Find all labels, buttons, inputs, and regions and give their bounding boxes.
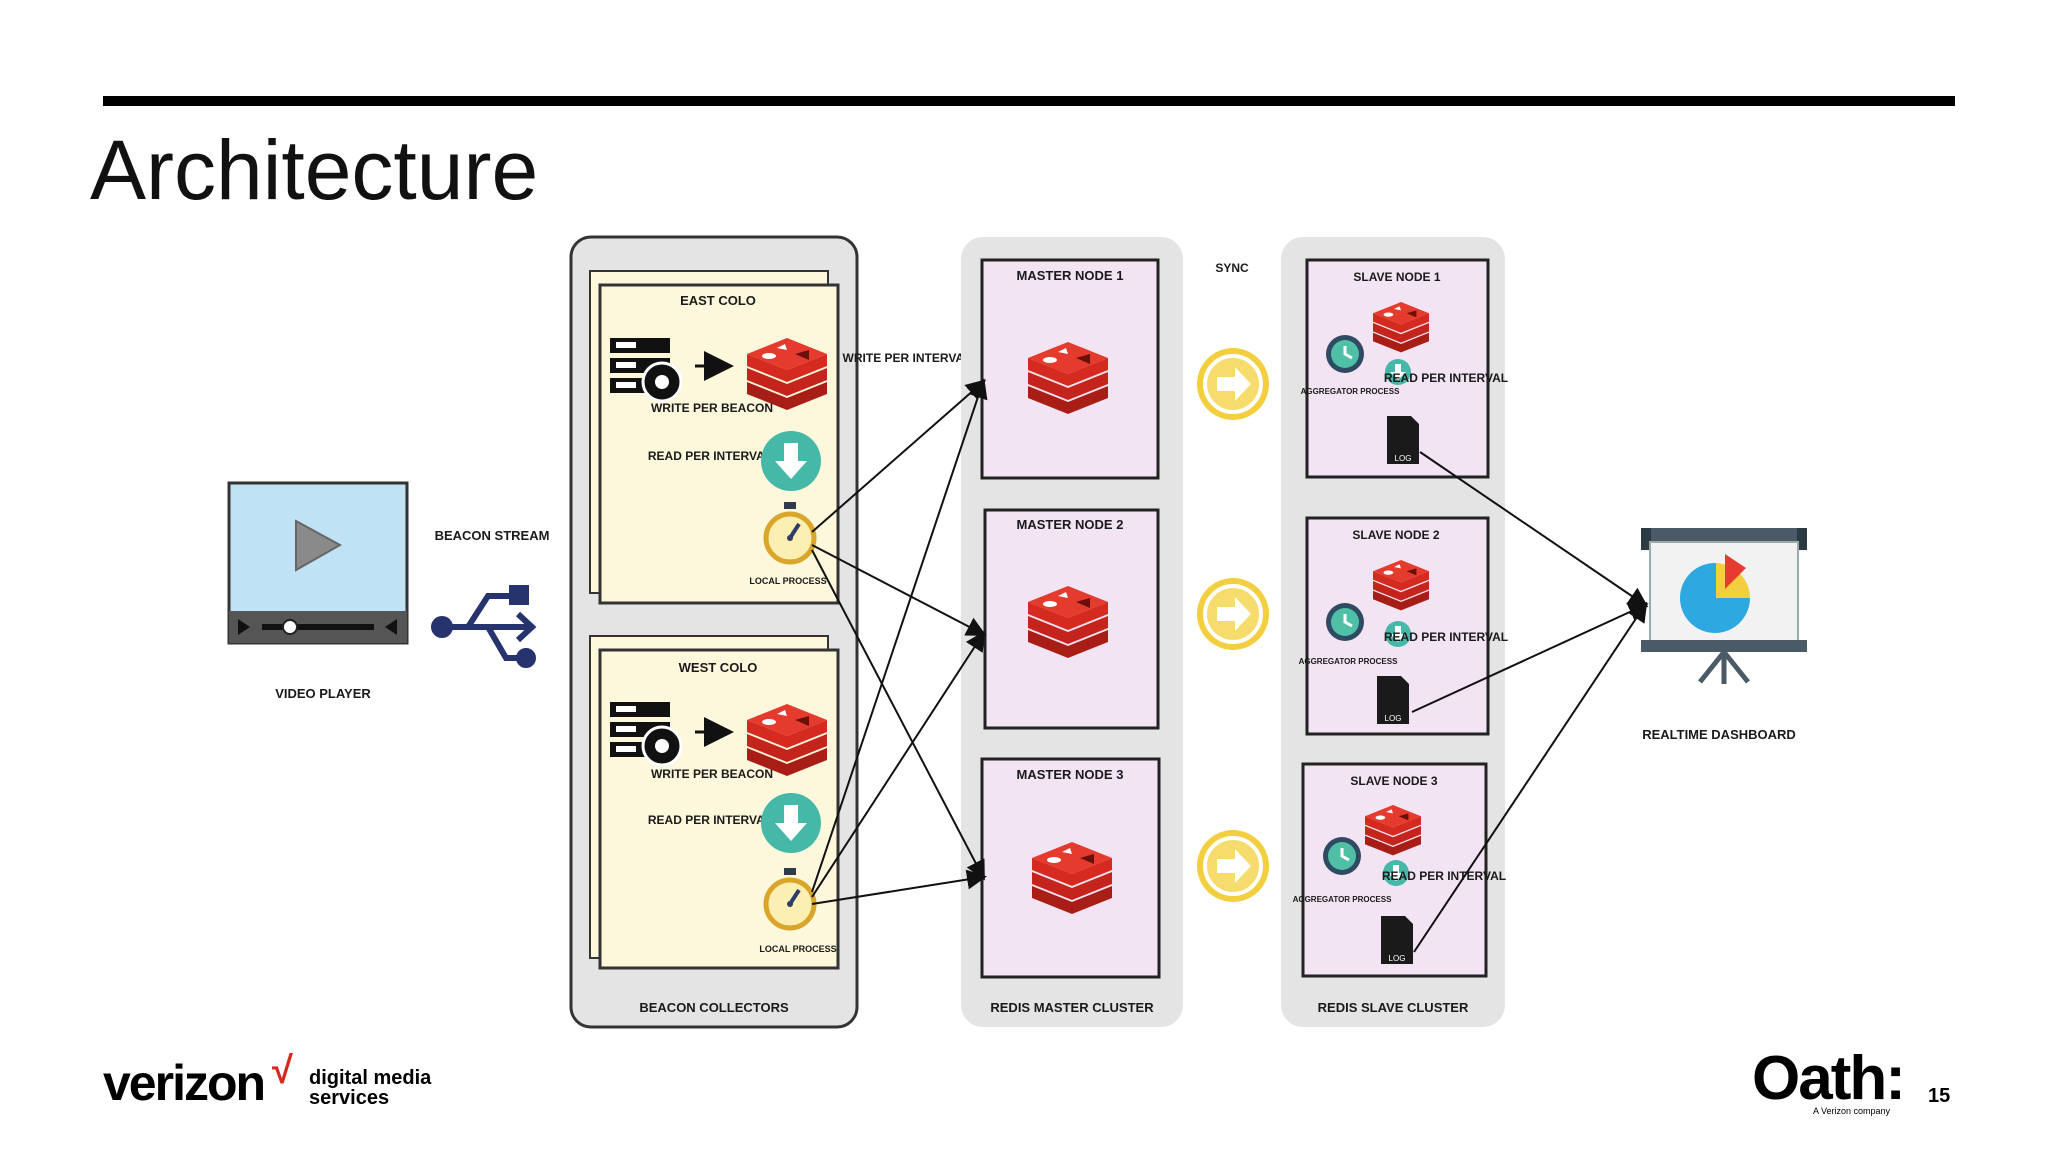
slide-title: Architecture [90, 123, 539, 217]
log-label: LOG [1389, 954, 1406, 963]
master-node-2-label: MASTER NODE 2 [1017, 517, 1124, 532]
aggregator-process-label: AGGREGATOR PROCESS [1299, 657, 1398, 666]
aggregator-clock-icon [1324, 333, 1366, 375]
beacon-stream-label: BEACON STREAM [435, 528, 550, 543]
sync-arrow-icon [1195, 576, 1271, 652]
read-per-interval-label: READ PER INTERVAL [1382, 869, 1506, 883]
verizon-logo: verizon [103, 1055, 266, 1111]
realtime-dashboard-label: REALTIME DASHBOARD [1642, 727, 1796, 742]
page-number: 15 [1928, 1085, 1951, 1107]
local-process-label: LOCAL PROCESS [749, 576, 826, 586]
west-colo-label: WEST COLO [679, 660, 758, 675]
slave-node-2-label: SLAVE NODE 2 [1352, 528, 1439, 542]
video-player-icon [227, 481, 409, 645]
division-label: digital media services [309, 1067, 432, 1109]
top-rule [103, 96, 1955, 106]
aggregator-clock-icon [1324, 601, 1366, 643]
east-colo-label: EAST COLO [680, 293, 756, 308]
sync-arrow-icon [1195, 828, 1271, 904]
read-per-interval-label: READ PER INTERVAL [648, 449, 772, 463]
slave-cluster-label: REDIS SLAVE CLUSTER [1318, 1000, 1469, 1015]
master-node-3-label: MASTER NODE 3 [1017, 767, 1124, 782]
log-label: LOG [1395, 454, 1412, 463]
download-icon [761, 431, 821, 491]
usb-stream-icon [431, 585, 537, 668]
connector-arrows [811, 378, 1649, 953]
master-node-1-label: MASTER NODE 1 [1017, 268, 1124, 283]
video-player-label: VIDEO PLAYER [275, 686, 371, 701]
oath-logo: Oath: [1752, 1044, 1906, 1113]
aggregator-process-label: AGGREGATOR PROCESS [1293, 895, 1392, 904]
slave-node-1-label: SLAVE NODE 1 [1353, 270, 1440, 284]
sync-arrow-icon [1195, 346, 1271, 422]
write-per-beacon-label: WRITE PER BEACON [651, 767, 773, 781]
write-per-interval-label: WRITE PER INTERVAL [843, 351, 972, 365]
slave-node-3-label: SLAVE NODE 3 [1350, 774, 1437, 788]
realtime-dashboard-icon [1641, 528, 1807, 684]
aggregator-clock-icon [1321, 835, 1363, 877]
download-icon [761, 793, 821, 853]
log-label: LOG [1385, 714, 1402, 723]
read-per-interval-label: READ PER INTERVAL [1384, 371, 1508, 385]
local-process-label: LOCAL PROCESS [759, 944, 836, 954]
write-per-beacon-label: WRITE PER BEACON [651, 401, 773, 415]
sync-label: SYNC [1215, 261, 1249, 275]
aggregator-process-label: AGGREGATOR PROCESS [1301, 387, 1400, 396]
master-cluster-label: REDIS MASTER CLUSTER [990, 1000, 1154, 1015]
verizon-check-mark: √ [272, 1050, 293, 1092]
oath-tagline: A Verizon company [1813, 1106, 1891, 1116]
beacon-collectors-label: BEACON COLLECTORS [639, 1000, 789, 1015]
read-per-interval-label: READ PER INTERVAL [648, 813, 772, 827]
read-per-interval-label: READ PER INTERVAL [1384, 630, 1508, 644]
